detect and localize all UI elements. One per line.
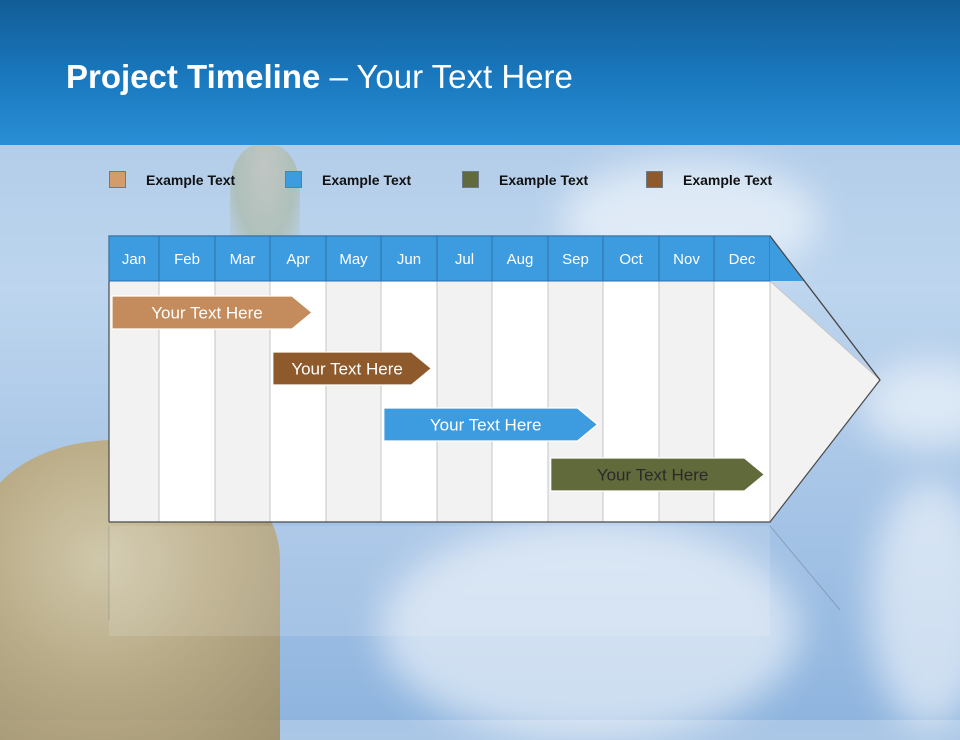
month-header-cell-may xyxy=(325,235,382,282)
month-header-cell-mar xyxy=(214,235,271,282)
timeline-diagram: Jan Feb Mar Apr May Jun Jul Aug Sep Oct Nov Dec You… xyxy=(108,235,881,636)
title-bold: Project Timeline xyxy=(66,58,321,95)
timeline-bar-4: Your Text Here xyxy=(550,457,766,492)
legend-label-1: Example Text xyxy=(146,172,236,188)
month-header-cell-dec xyxy=(713,235,771,282)
timeline-reflection xyxy=(108,525,841,636)
title-banner: Project Timeline – Your Text Here xyxy=(0,0,960,145)
month-label-may: May xyxy=(339,251,368,268)
month-column-jul xyxy=(436,280,493,523)
month-label-sep: Sep xyxy=(562,251,589,268)
legend-label-4: Example Text xyxy=(683,172,773,188)
month-label-aug: Aug xyxy=(507,251,534,268)
timeline-bar-label-2: Your Text Here xyxy=(291,360,403,379)
timeline-bar-shape-4 xyxy=(550,457,766,492)
month-label-dec: Dec xyxy=(729,251,756,268)
title-rest: – Your Text Here xyxy=(320,58,573,95)
legend-swatch-3 xyxy=(462,171,479,188)
month-label-oct: Oct xyxy=(619,251,643,268)
timeline-bar-label-4: Your Text Here xyxy=(597,466,709,485)
timeline-bar-1: Your Text Here xyxy=(111,295,313,330)
month-label-apr: Apr xyxy=(286,251,309,268)
month-column-jun xyxy=(380,280,438,523)
month-header: Jan Feb Mar Apr May Jun Jul Aug Sep Oct Nov Dec xyxy=(108,235,881,381)
timeline-bar-label-3: Your Text Here xyxy=(430,416,542,435)
month-column-may xyxy=(325,280,382,523)
month-label-mar: Mar xyxy=(230,251,256,268)
legend-swatch-4 xyxy=(646,171,663,188)
month-label-jul: Jul xyxy=(455,251,474,268)
month-header-cell-sep xyxy=(547,235,604,282)
legend-swatch-1 xyxy=(109,171,126,188)
month-label-nov: Nov xyxy=(673,251,700,268)
legend-swatch-2 xyxy=(285,171,302,188)
timeline-bar-2: Your Text Here xyxy=(272,351,433,386)
page-title: Project Timeline – Your Text Here xyxy=(66,58,573,96)
month-header-cell-aug xyxy=(491,235,549,282)
reflection-edge xyxy=(769,525,841,611)
legend-label-2: Example Text xyxy=(322,172,412,188)
month-column-aug xyxy=(491,280,549,523)
month-header-cell-jan xyxy=(108,235,160,282)
month-label-jun: Jun xyxy=(397,251,421,268)
month-header-cell-feb xyxy=(158,235,216,282)
arrow-top-edge xyxy=(769,235,881,381)
legend-label-3: Example Text xyxy=(499,172,589,188)
timeline-bar-shape-3 xyxy=(383,407,599,442)
timeline-bar-shape-2 xyxy=(272,351,433,386)
month-label-feb: Feb xyxy=(174,251,200,268)
timeline-bar-3: Your Text Here xyxy=(383,407,599,442)
timeline-bar-label-1: Your Text Here xyxy=(151,304,263,323)
month-label-jan: Jan xyxy=(122,251,146,268)
month-header-cell-nov xyxy=(658,235,715,282)
timeline-bar-shape-1 xyxy=(111,295,313,330)
month-header-cell-apr xyxy=(269,235,327,282)
reflection-body xyxy=(109,526,770,636)
